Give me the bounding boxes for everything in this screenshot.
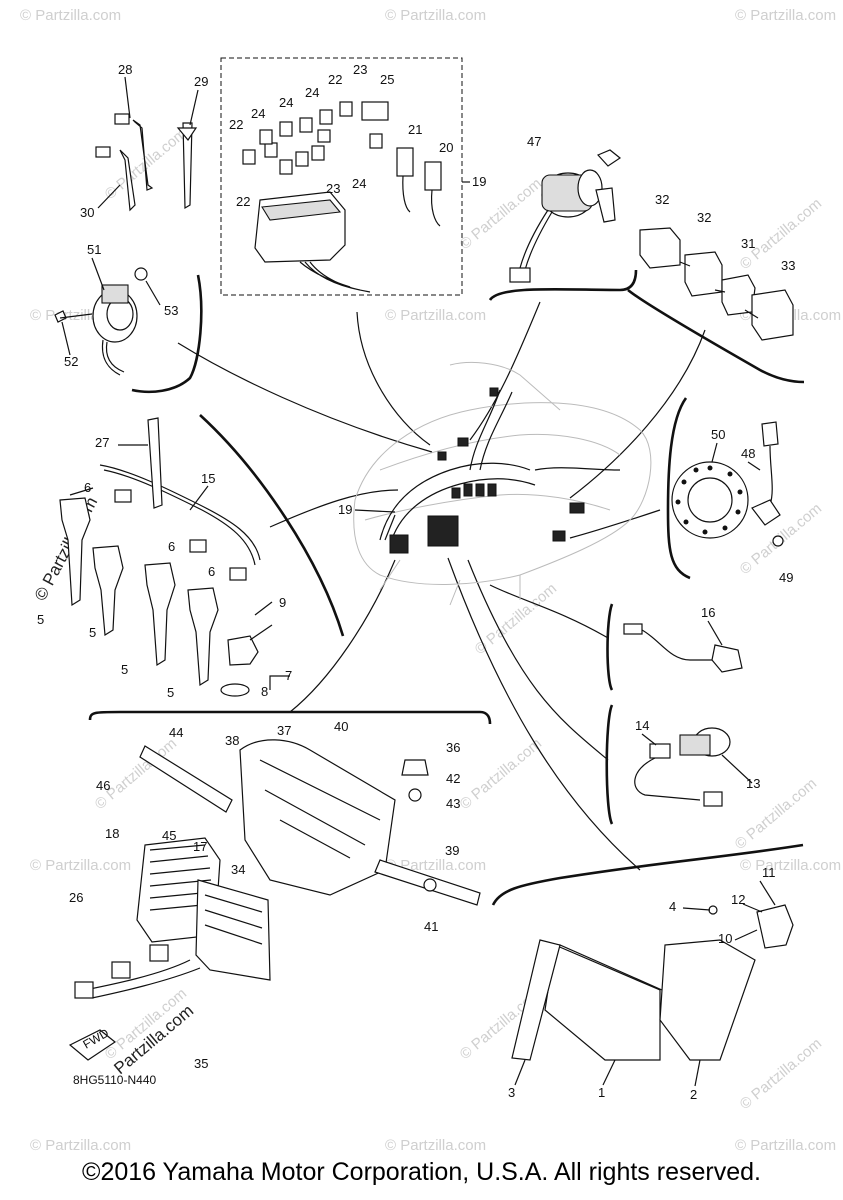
callout-51: 51 <box>87 242 101 257</box>
callout-6-c: 6 <box>208 564 215 579</box>
fuse-box-group <box>220 57 470 296</box>
svg-text:© Partzilla.com: © Partzilla.com <box>735 7 836 24</box>
callout-9: 9 <box>279 595 286 610</box>
svg-text:© Partzilla.com: © Partzilla.com <box>735 1137 836 1154</box>
callout-38: 38 <box>225 733 239 748</box>
callout-53: 53 <box>164 303 178 318</box>
callout-29: 29 <box>194 74 208 89</box>
callout-24-d: 24 <box>352 176 366 191</box>
callout-19-center: 19 <box>338 502 352 517</box>
callout-34: 34 <box>231 862 245 877</box>
callout-40: 40 <box>334 719 348 734</box>
callout-5-a: 5 <box>37 612 44 627</box>
callout-5-c: 5 <box>121 662 128 677</box>
callout-21: 21 <box>408 122 422 137</box>
callout-27: 27 <box>95 435 109 450</box>
svg-text:© Partzilla.com: © Partzilla.com <box>457 175 545 253</box>
cable-ties-group <box>95 113 198 212</box>
callout-31: 31 <box>741 236 755 251</box>
callout-32-b: 32 <box>697 210 711 225</box>
svg-text:© Partzilla.com: © Partzilla.com <box>457 735 545 813</box>
callout-32-a: 32 <box>655 192 669 207</box>
callout-13: 13 <box>746 776 760 791</box>
callout-35: 35 <box>194 1056 208 1071</box>
callout-6-b: 6 <box>168 539 175 554</box>
pickup-group <box>671 421 784 547</box>
callout-22-top: 22 <box>328 72 342 87</box>
callout-26: 26 <box>69 890 83 905</box>
svg-text:© Partzilla.com: © Partzilla.com <box>385 307 486 324</box>
callout-22-low: 22 <box>236 194 250 209</box>
callout-23-mid: 23 <box>326 181 340 196</box>
diagram-code: 8HG5110-N440 <box>73 1073 156 1087</box>
sensor-group-16 <box>623 623 743 673</box>
callout-24-b: 24 <box>279 95 293 110</box>
callout-8: 8 <box>261 684 268 699</box>
callout-36: 36 <box>446 740 460 755</box>
callout-leaders <box>61 76 776 1087</box>
svg-text:© Partzilla.com: © Partzilla.com <box>472 580 560 658</box>
callout-37: 37 <box>277 723 291 738</box>
callout-33: 33 <box>781 258 795 273</box>
callout-49: 49 <box>779 570 793 585</box>
callout-17: 17 <box>193 839 207 854</box>
callout-18: 18 <box>105 826 119 841</box>
sensor-group-13 <box>634 727 731 807</box>
callout-24-a: 24 <box>305 85 319 100</box>
callout-43: 43 <box>446 796 460 811</box>
callout-2: 2 <box>690 1087 697 1102</box>
callout-5-d: 5 <box>167 685 174 700</box>
callout-48: 48 <box>741 446 755 461</box>
callout-28: 28 <box>118 62 132 77</box>
callout-20: 20 <box>439 140 453 155</box>
svg-text:© Partzilla.com: © Partzilla.com <box>30 857 131 874</box>
callout-44: 44 <box>169 725 183 740</box>
callout-labels: 28 29 30 23 25 22 24 24 24 22 21 20 24 2… <box>37 62 795 1102</box>
callout-6-a: 6 <box>84 480 91 495</box>
callout-19-top: 19 <box>472 174 486 189</box>
callout-5-b: 5 <box>89 625 96 640</box>
svg-text:© Partzilla.com: © Partzilla.com <box>385 7 486 24</box>
svg-text:© Partzilla.com: © Partzilla.com <box>740 857 841 874</box>
svg-text:© Partzilla.com: © Partzilla.com <box>30 1137 131 1154</box>
callout-10: 10 <box>718 931 732 946</box>
main-harness-assembly <box>353 361 652 606</box>
svg-text:© Partzilla.com: © Partzilla.com <box>385 1137 486 1154</box>
callout-41: 41 <box>424 919 438 934</box>
ecu-group <box>511 904 794 1061</box>
callout-12: 12 <box>731 892 745 907</box>
control-bracket-group: FWD <box>68 739 481 1061</box>
ignition-coil-group <box>59 417 273 697</box>
callout-3: 3 <box>508 1085 515 1100</box>
callout-30: 30 <box>80 205 94 220</box>
callout-11: 11 <box>762 865 776 880</box>
sensor-group-51 <box>54 267 148 376</box>
callout-46: 46 <box>96 778 110 793</box>
callout-39: 39 <box>445 843 459 858</box>
svg-text:© Partzilla.com: © Partzilla.com <box>732 775 820 853</box>
callout-16: 16 <box>701 605 715 620</box>
callout-24-c: 24 <box>251 106 265 121</box>
svg-text:© Partzilla.com: © Partzilla.com <box>102 125 190 203</box>
callout-52: 52 <box>64 354 78 369</box>
callout-4: 4 <box>669 899 676 914</box>
callout-15: 15 <box>201 471 215 486</box>
callout-50: 50 <box>711 427 725 442</box>
group-boundaries <box>88 269 805 906</box>
copyright-notice: ©2016 Yamaha Motor Corporation, U.S.A. A… <box>82 1158 761 1186</box>
svg-text:© Partzilla.com: © Partzilla.com <box>737 1035 825 1113</box>
callout-22-left: 22 <box>229 117 243 132</box>
callout-14: 14 <box>635 718 649 733</box>
ignition-switch-group <box>509 149 622 283</box>
callout-47: 47 <box>527 134 541 149</box>
callout-42: 42 <box>446 771 460 786</box>
callout-25: 25 <box>380 72 394 87</box>
callout-23-top: 23 <box>353 62 367 77</box>
svg-text:© Partzilla.com: © Partzilla.com <box>20 7 121 24</box>
relay-group <box>639 227 794 341</box>
callout-45: 45 <box>162 828 176 843</box>
callout-1: 1 <box>598 1085 605 1100</box>
